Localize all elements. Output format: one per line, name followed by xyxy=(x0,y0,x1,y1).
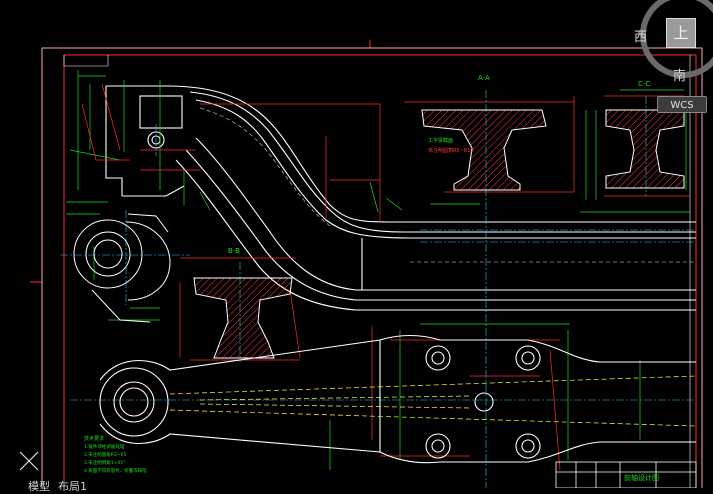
tech-line-2: 2.未注明圆角R3~R5 xyxy=(84,451,127,458)
tech-line-4: 4.表面不得有裂纹、折叠等缺陷 xyxy=(84,467,147,474)
ucs-icon xyxy=(19,451,39,471)
wcs-dropdown-button[interactable]: WCS xyxy=(657,96,707,113)
lower-plan-view xyxy=(99,334,696,464)
lever-arm-hidden xyxy=(199,107,696,263)
dimension-lines xyxy=(66,70,690,470)
section-a-a xyxy=(421,109,547,191)
layout-tab[interactable]: 布局1 xyxy=(58,480,87,493)
red-dimension-lines xyxy=(81,83,690,471)
section-b-b xyxy=(193,277,293,359)
section-label-c: C-C xyxy=(638,80,650,88)
viewcube-ring[interactable] xyxy=(640,0,713,78)
note-green: 工字梁截面 xyxy=(428,137,453,144)
section-label-a: A-A xyxy=(478,74,490,82)
section-label-b: B-B xyxy=(228,247,240,255)
drawing-frame xyxy=(30,40,703,488)
lever-arm-outline xyxy=(105,85,696,311)
note-red: 未注明圆角R5~R10 xyxy=(428,147,474,154)
outer-border xyxy=(41,47,703,488)
title-block-text: 前轴设计图 xyxy=(624,473,659,482)
viewcube-west-label[interactable]: 西 xyxy=(634,30,648,45)
tech-line-3: 3.未注明倒角1×45° xyxy=(84,459,125,466)
title-block xyxy=(555,461,697,488)
viewcube-south-label[interactable]: 南 xyxy=(673,69,687,84)
viewcube-top-face[interactable]: 上 xyxy=(666,18,696,48)
model-tab[interactable]: 模型 xyxy=(28,480,50,493)
lower-view-hidden-lines xyxy=(169,375,697,427)
section-c-c xyxy=(605,109,685,189)
tech-line-1: 1.锻件须经调质处理 xyxy=(84,443,125,450)
end-detail-view xyxy=(73,213,171,323)
tech-title: 技术要求 xyxy=(84,435,104,442)
